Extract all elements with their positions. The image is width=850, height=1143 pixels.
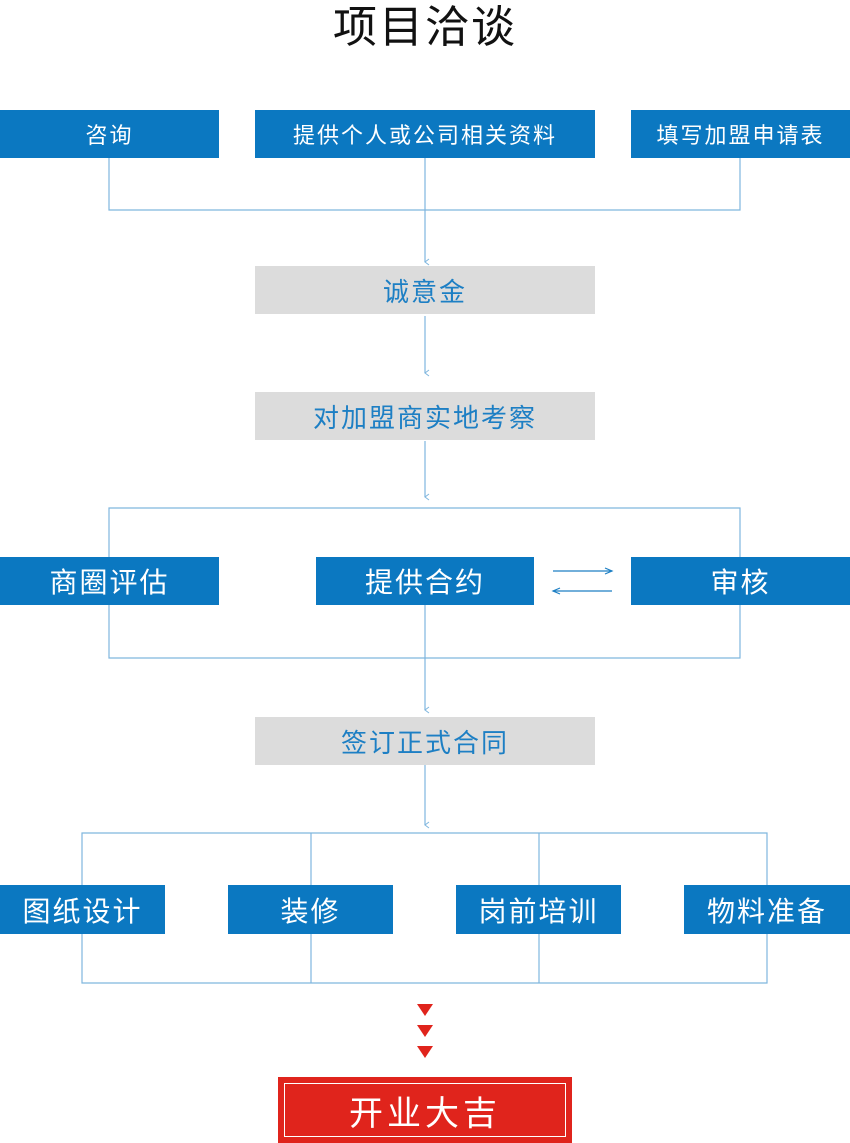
step-provide-contract: 提供合约	[316, 557, 534, 605]
step-review: 审核	[631, 557, 850, 605]
step-deposit: 诚意金	[255, 266, 595, 314]
step-staff-training: 岗前培训	[456, 885, 621, 934]
step-site-inspection: 对加盟商实地考察	[255, 392, 595, 440]
red-down-arrows	[417, 1004, 433, 1058]
step-material-prep: 物料准备	[684, 885, 850, 934]
bidirectional-arrows	[551, 567, 614, 595]
step-drawing-design: 图纸设计	[0, 885, 165, 934]
final-step-box: 开业大吉	[278, 1077, 572, 1143]
step-consult: 咨询	[0, 110, 219, 158]
step-application-form: 填写加盟申请表	[631, 110, 850, 158]
step-decoration: 装修	[228, 885, 393, 934]
final-step-label: 开业大吉	[284, 1083, 566, 1137]
page-title: 项目洽谈	[333, 2, 517, 53]
step-provide-info: 提供个人或公司相关资料	[255, 110, 595, 158]
step-sign-contract: 签订正式合同	[255, 717, 595, 765]
step-area-assessment: 商圈评估	[0, 557, 219, 605]
